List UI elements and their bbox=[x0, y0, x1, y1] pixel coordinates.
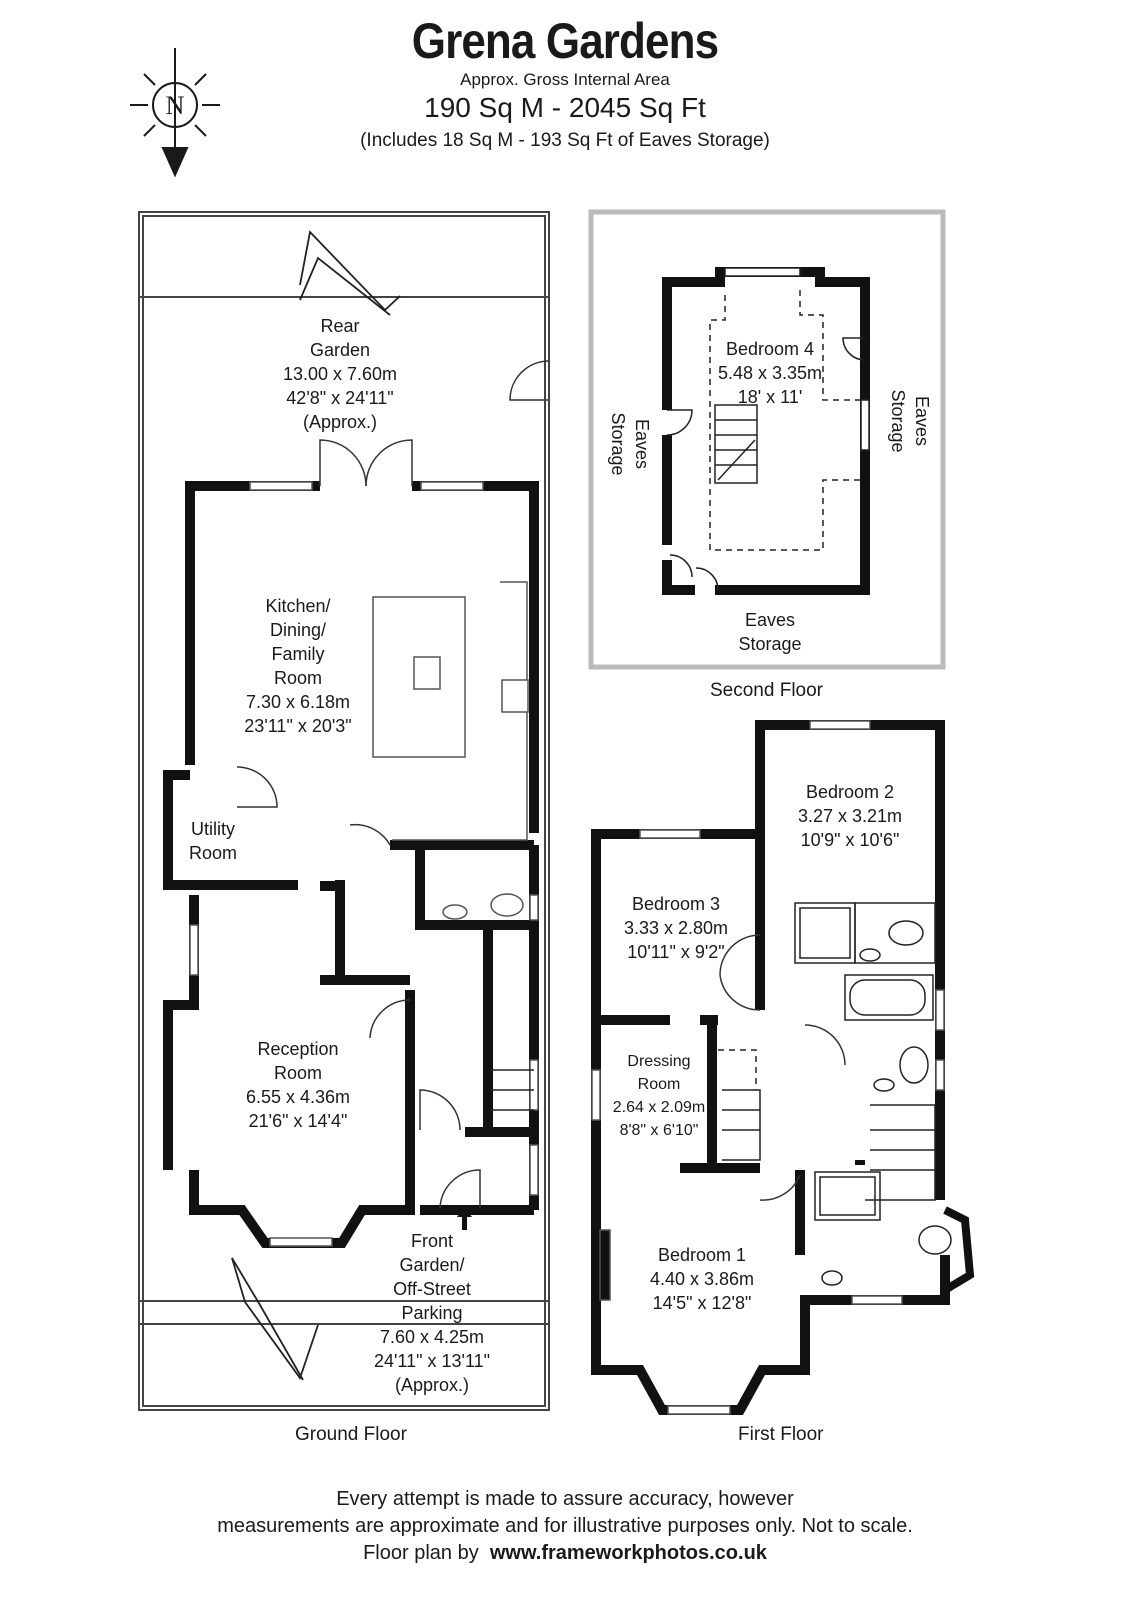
first-floor-doors bbox=[719, 934, 846, 1201]
second-floor-frame bbox=[588, 209, 946, 670]
first-floor-label: First Floor bbox=[738, 1424, 824, 1445]
disclaimer-line-1: Every attempt is made to assure accuracy… bbox=[336, 1488, 794, 1510]
ground-floor-boundaries bbox=[138, 211, 550, 1411]
compass-icon bbox=[130, 48, 220, 178]
disclaimer-line-2: measurements are approximate and for ill… bbox=[217, 1515, 913, 1537]
website-link[interactable]: www.frameworkphotos.co.uk bbox=[489, 1542, 767, 1564]
plan-title: Grena Gardens bbox=[411, 13, 719, 69]
area-subtitle: Approx. Gross Internal Area bbox=[460, 70, 670, 89]
door-swings bbox=[236, 360, 550, 1209]
disclaimer: Every attempt is made to assure accuracy… bbox=[0, 1486, 1130, 1567]
entrance-arrow-icon bbox=[457, 1207, 472, 1230]
break-lines bbox=[231, 230, 401, 1381]
total-area: 190 Sq M - 2045 Sq Ft bbox=[424, 92, 706, 123]
credit-prefix: Floor plan by bbox=[363, 1542, 479, 1564]
ground-floor-label: Ground Floor bbox=[295, 1424, 407, 1445]
second-floor-label: Second Floor bbox=[710, 680, 824, 701]
eaves-note: (Includes 18 Sq M - 193 Sq Ft of Eaves S… bbox=[360, 130, 770, 151]
compass-north-label: N bbox=[166, 91, 185, 120]
second-floor-walls bbox=[662, 267, 870, 595]
disclaimer-line-3: Floor plan by www.frameworkphotos.co.uk bbox=[0, 1540, 1130, 1567]
